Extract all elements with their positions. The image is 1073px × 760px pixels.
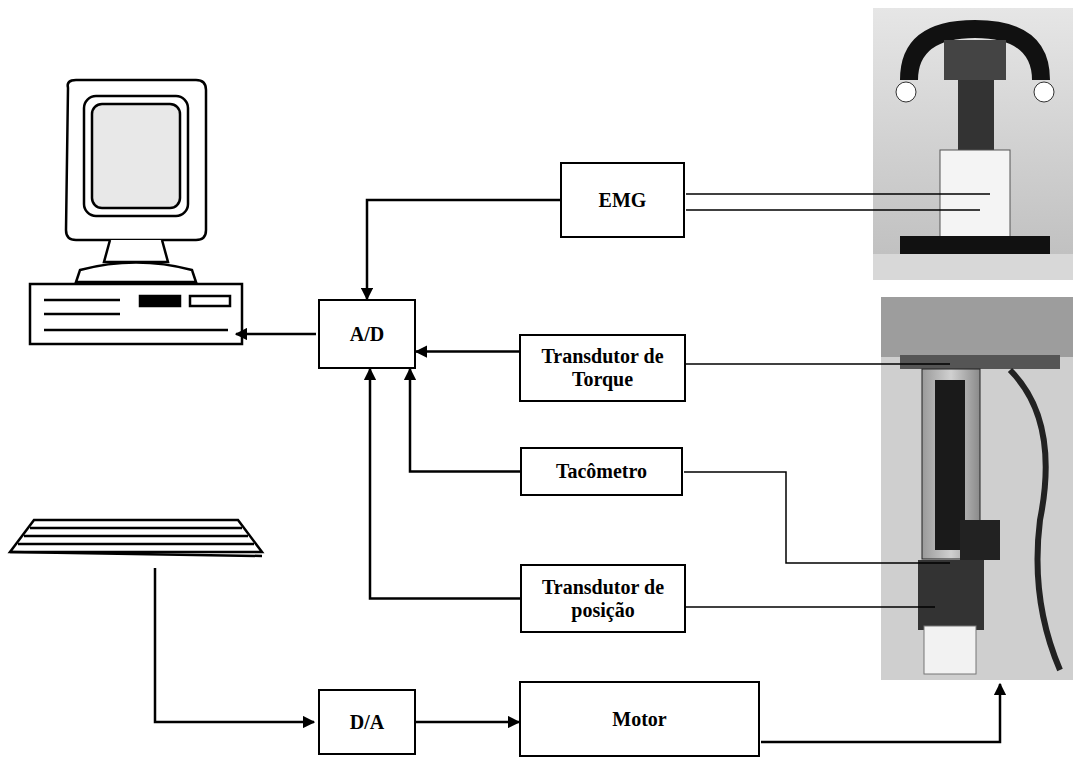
drawing-part — [896, 82, 916, 102]
drawing-part — [10, 520, 262, 552]
signal-wires — [684, 194, 990, 607]
drawing-part — [76, 263, 196, 283]
drawing-part — [685, 606, 935, 608]
drawing-part — [684, 472, 950, 563]
computer-icon — [10, 80, 262, 556]
drawing-part — [940, 150, 1010, 240]
drawing-part — [686, 193, 990, 195]
drawing-part — [44, 313, 120, 316]
drawing-part — [30, 284, 242, 344]
drawing-part — [944, 40, 1006, 80]
drawing-part — [918, 560, 984, 630]
drawing-part — [44, 299, 120, 302]
box-label: A/D — [350, 323, 384, 346]
drawing-part — [66, 80, 206, 240]
drawing-part — [44, 329, 228, 332]
drawing-part — [685, 363, 950, 365]
signal-arrow — [416, 350, 519, 353]
signal-arrow — [416, 721, 519, 724]
drawing-part — [84, 96, 188, 216]
drawing-part — [900, 355, 1060, 369]
drawing-part — [881, 297, 1073, 680]
signal-arrow — [367, 200, 560, 299]
signal-arrow — [370, 369, 520, 599]
box-label: Motor — [612, 708, 666, 731]
box-label: D/A — [350, 711, 384, 734]
drawing-part — [1010, 370, 1060, 670]
drawing-part — [155, 568, 314, 722]
signal-arrow — [410, 369, 520, 472]
box-label: EMG — [599, 189, 647, 212]
drawing-part — [24, 535, 248, 538]
drawing-part — [960, 520, 1000, 560]
drawing-part — [236, 333, 316, 336]
arm-photo — [873, 8, 1073, 280]
drawing-part — [761, 684, 1000, 742]
drawing-part — [686, 209, 980, 211]
converter-box: A/D — [318, 299, 416, 369]
box-label: Transdutor de posição — [530, 576, 676, 622]
drawing-part — [10, 552, 262, 556]
drawing-part — [1034, 82, 1054, 102]
drawing-part — [873, 254, 1073, 280]
drawing-part — [30, 527, 242, 530]
motor-photo — [881, 297, 1073, 680]
sensor-box: Transdutor de posição — [520, 564, 686, 633]
drawing-part — [190, 296, 230, 306]
drawing-part — [900, 236, 1050, 254]
sensor-box: Transdutor de Torque — [519, 334, 686, 402]
signal-box: EMG — [560, 162, 685, 238]
drawing-part — [958, 80, 994, 150]
drawing-part — [881, 297, 1073, 357]
drawing-part — [873, 8, 1073, 280]
drawing-part — [104, 240, 168, 262]
converter-box: D/A — [318, 689, 416, 755]
motor-box: Motor — [519, 681, 760, 757]
drawing-part — [18, 543, 254, 546]
drawing-part — [140, 296, 180, 306]
drawing-part — [924, 626, 976, 674]
box-label: Tacômetro — [556, 460, 647, 483]
drawing-part — [900, 20, 1050, 80]
box-label: Transdutor de Torque — [529, 345, 676, 391]
drawing-part — [92, 104, 180, 208]
sensor-box: Tacômetro — [520, 447, 683, 496]
